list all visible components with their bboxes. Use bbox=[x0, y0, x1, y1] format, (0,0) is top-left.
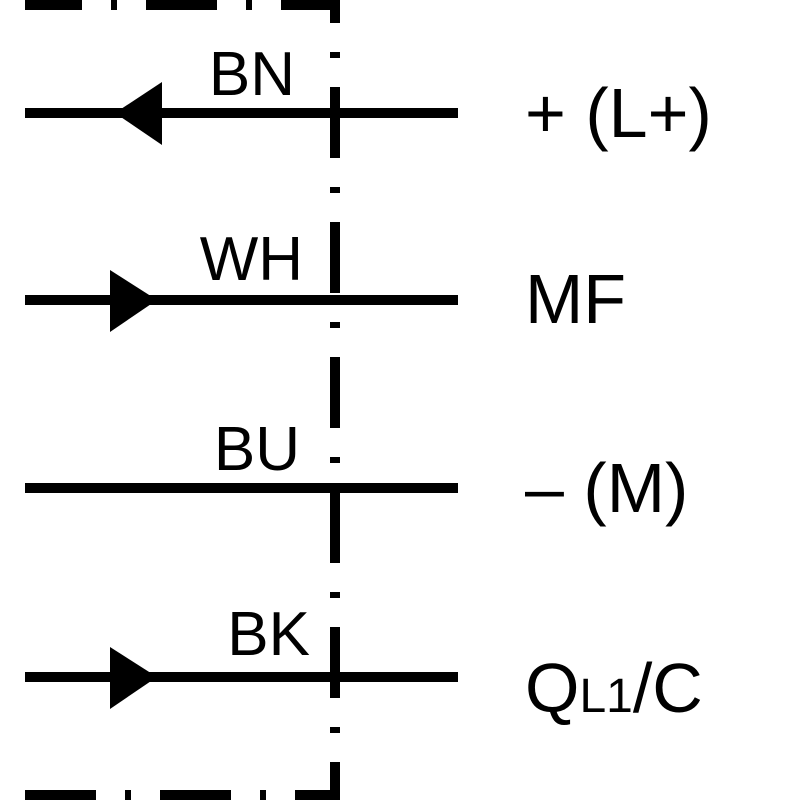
wire-label-bk: BK bbox=[227, 600, 310, 669]
wires bbox=[25, 88, 458, 698]
arrow-left-icon bbox=[115, 82, 162, 145]
terminal-label-l-plus: + (L+) bbox=[525, 74, 712, 152]
wire-label-wh: WH bbox=[200, 225, 303, 294]
terminal-main: Q bbox=[525, 649, 579, 727]
terminal-label-q: QL1/C bbox=[525, 649, 703, 727]
terminal-label-m: – (M) bbox=[525, 449, 688, 527]
terminal-subscript: L1 bbox=[579, 670, 632, 723]
arrow-right-icon bbox=[110, 270, 157, 332]
wire-label-bn: BN bbox=[209, 40, 295, 109]
terminal-tail: /C bbox=[633, 649, 703, 727]
terminal-label-mf: MF bbox=[525, 260, 626, 338]
wire-label-bu: BU bbox=[214, 415, 300, 484]
arrow-right-icon bbox=[110, 647, 157, 709]
